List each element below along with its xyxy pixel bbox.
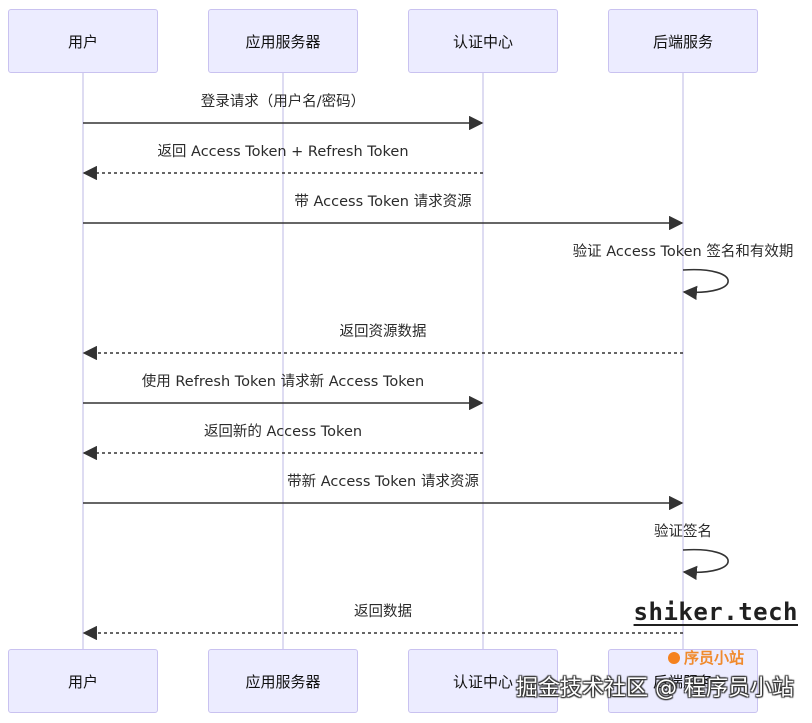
message-label-4: 验证 Access Token 签名和有效期 bbox=[572, 244, 794, 260]
actor-bottom-0: 用户 bbox=[8, 649, 158, 713]
brand-subtitle-text: 序员小站 bbox=[684, 649, 745, 667]
actor-top-2: 认证中心 bbox=[408, 9, 558, 73]
actor-bottom-3: 后端服务 bbox=[608, 649, 758, 713]
message-label-7: 返回新的 Access Token bbox=[203, 424, 363, 440]
actor-bottom-2: 认证中心 bbox=[408, 649, 558, 713]
actor-bottom-1: 应用服务器 bbox=[208, 649, 358, 713]
message-label-2: 返回 Access Token + Refresh Token bbox=[157, 144, 409, 160]
orange-icon bbox=[668, 652, 680, 664]
self-message-arrow-9 bbox=[682, 548, 729, 581]
message-label-9: 验证签名 bbox=[654, 524, 712, 540]
message-label-3: 带 Access Token 请求资源 bbox=[294, 194, 472, 210]
actor-top-1: 应用服务器 bbox=[208, 9, 358, 73]
message-label-6: 使用 Refresh Token 请求新 Access Token bbox=[141, 374, 425, 390]
message-label-5: 返回资源数据 bbox=[339, 324, 427, 340]
site-brand: shiker.tech bbox=[633, 598, 798, 626]
actor-top-3: 后端服务 bbox=[608, 9, 758, 73]
watermark: 掘金技术社区 @ 程序员小站 bbox=[516, 676, 794, 701]
message-label-10: 返回数据 bbox=[354, 604, 412, 620]
actor-top-0: 用户 bbox=[8, 9, 158, 73]
message-label-8: 带新 Access Token 请求资源 bbox=[287, 474, 479, 490]
self-message-arrow-4 bbox=[682, 268, 729, 301]
brand-subtitle: 序员小站 bbox=[668, 647, 744, 669]
message-label-1: 登录请求（用户名/密码） bbox=[200, 94, 366, 110]
